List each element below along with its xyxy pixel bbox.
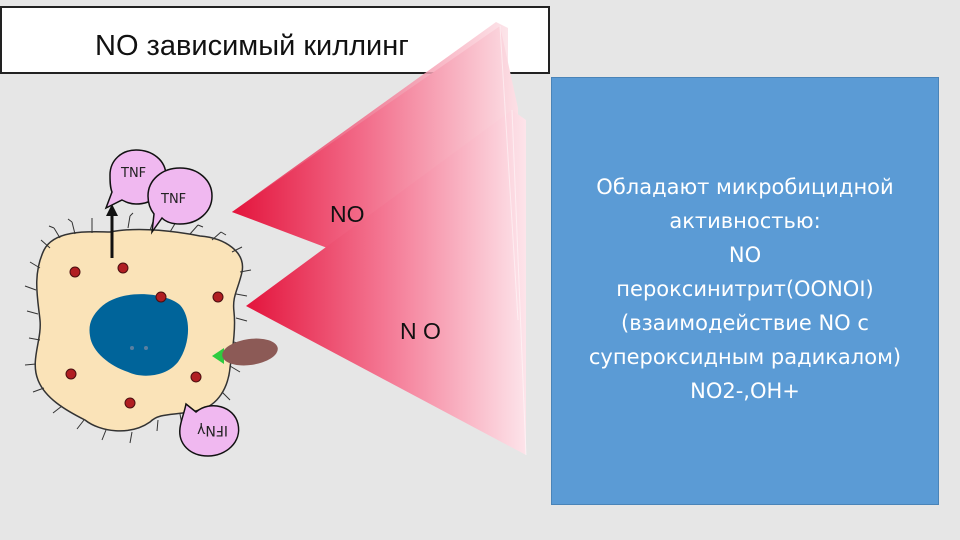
no-label-lower: N O [400,318,441,344]
no-cone-lower [246,110,526,455]
macrophage-diagram: TNF TNF IFNγ NO N O [24,22,527,457]
info-text: Обладают микробицидной активностью: NO п… [552,170,938,408]
macrophage-cell [24,212,252,444]
info-panel: Обладают микробицидной активностью: NO п… [551,77,939,505]
bacterium [222,338,278,366]
slide-title: NO зависимый киллинг [95,30,409,62]
ifny-label: IFNγ [197,422,228,438]
info-line: NO2-,OH+ [690,379,800,403]
title-box: NO зависимый киллинг [0,6,550,74]
info-line: (взаимодействие NO с [621,311,869,335]
nucleus [89,294,189,376]
info-line: NO [728,243,762,267]
info-line: активностью: [669,209,821,233]
no-label-upper: NO [330,201,365,227]
info-line: супероксидным радикалом) [588,345,902,369]
tnf-label-2: TNF [160,192,186,207]
ifny-bubble [179,402,240,457]
granules [65,262,224,409]
tnf-label-1: TNF [120,166,146,181]
info-line: пероксинитрит(OONOI) [616,277,874,301]
receptor-green [212,348,224,364]
info-line: Обладают микробицидной [596,175,894,199]
tnf-bubble-2 [147,167,213,235]
